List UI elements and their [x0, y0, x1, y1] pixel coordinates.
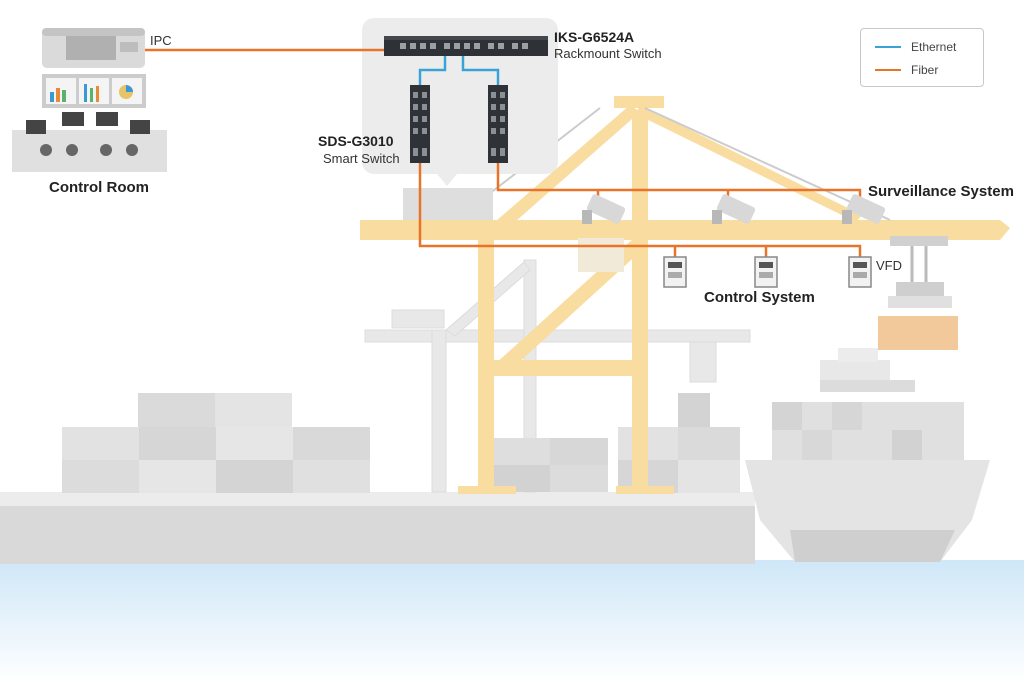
crane-cabinet: [403, 188, 493, 220]
camera-icon: [842, 194, 886, 224]
vfd-device-icon: [754, 256, 778, 288]
ethernet-links: [418, 56, 500, 85]
spreader-with-container: [878, 236, 958, 350]
vfd-device-icon: [663, 256, 687, 288]
smart-switch-model: SDS-G3010: [318, 133, 394, 149]
crane-cable: [644, 107, 891, 221]
ipc-icon: [42, 28, 145, 68]
legend-ethernet-label: Ethernet: [911, 40, 957, 54]
main-crane: [360, 96, 1010, 494]
legend-ethernet: Ethernet: [875, 39, 956, 55]
control-room-label: Control Room: [49, 179, 149, 196]
vfd-device-icon: [848, 256, 872, 288]
legend-fiber-label: Fiber: [911, 63, 939, 77]
ethernet-swatch: [875, 46, 901, 48]
camera-icon: [712, 194, 756, 224]
water: [0, 560, 1024, 683]
container-stack-left: [62, 393, 370, 493]
rackmount-switch-model: IKS-G6524A: [554, 29, 635, 45]
legend: Ethernet Fiber: [860, 28, 984, 87]
smart-switch-right: [488, 85, 508, 163]
smart-switch-desc: Smart Switch: [323, 151, 400, 166]
legend-fiber: Fiber: [875, 62, 938, 78]
rackmount-switch: [384, 36, 548, 56]
fiber-swatch: [875, 69, 901, 71]
smart-switch-left: [410, 85, 430, 163]
control-system-label: Control System: [704, 289, 815, 306]
rackmount-switch-desc: Rackmount Switch: [554, 46, 662, 61]
control-room-icon: [12, 74, 167, 172]
quay: [0, 492, 755, 564]
camera-icon: [582, 194, 626, 224]
surveillance-system-label: Surveillance System: [868, 183, 1014, 200]
vfd-label: VFD: [876, 258, 902, 273]
ship: [745, 348, 990, 562]
ipc-label: IPC: [150, 33, 172, 48]
